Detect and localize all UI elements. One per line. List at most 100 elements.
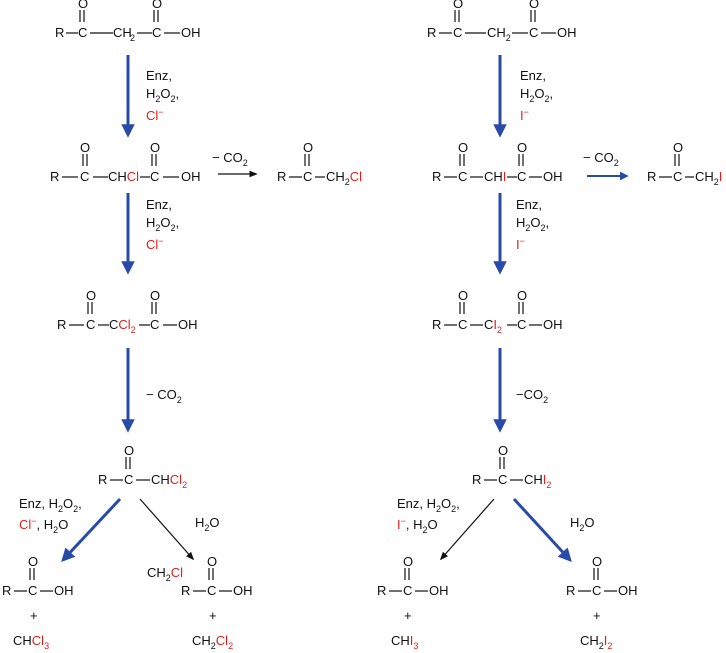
- atom-CH2: CH: [113, 25, 132, 40]
- atom-CH2: CH2: [487, 25, 511, 43]
- atom-O: O: [517, 288, 527, 303]
- reagent-minus-co2: −CO2: [516, 387, 548, 405]
- atom-O: O: [517, 140, 527, 155]
- atom-R: R: [98, 472, 107, 487]
- atom-C: C: [124, 472, 133, 487]
- atom-C: C: [86, 317, 95, 332]
- left-product-acid-b: R C O OH: [181, 554, 253, 598]
- atom-C: C: [529, 25, 538, 40]
- left-monochloro-intermediate: R C O CHCl C O OH: [50, 140, 201, 184]
- reagent-iodide: I−: [520, 107, 529, 123]
- atom-C: C: [458, 169, 467, 184]
- plus-sign: +: [593, 608, 601, 623]
- product-ch2cl-label: CH2Cl: [147, 565, 183, 583]
- atom-O: O: [150, 288, 160, 303]
- atom-R: R: [2, 583, 11, 598]
- atom-C: C: [78, 25, 87, 40]
- reagent-enz: Enz,: [146, 68, 172, 83]
- atom-O: O: [28, 554, 38, 569]
- atom-R: R: [432, 169, 441, 184]
- atom-C: C: [28, 583, 37, 598]
- atom-OH: OH: [618, 583, 638, 598]
- atom-CI2: CI2: [484, 317, 502, 335]
- subscript-2: 2: [130, 33, 135, 43]
- plus-sign: +: [30, 608, 38, 623]
- atom-O: O: [403, 554, 413, 569]
- atom-O: O: [152, 0, 162, 11]
- reagent-h2o2: H2O2,: [516, 215, 549, 233]
- atom-O: O: [592, 554, 602, 569]
- right-monoiodo-intermediate: R C O CHI C O OH: [432, 140, 563, 184]
- reagent-minus-co2: − CO2: [583, 150, 619, 168]
- atom-O: O: [529, 0, 539, 11]
- atom-O: O: [673, 140, 683, 155]
- reagents-right-branch: Enz, H2O2, I−, H2O H2O: [397, 496, 595, 535]
- right-iodomethyl-ketone: R C O CH2I: [647, 140, 722, 187]
- atom-C: C: [517, 169, 526, 184]
- hydrolysis-arrow-right-water: [512, 497, 572, 562]
- atom-OH: OH: [543, 317, 563, 332]
- left-product-acid-a: R C O OH: [2, 554, 74, 598]
- atom-OH: OH: [429, 583, 449, 598]
- reagent-enz: Enz,: [516, 197, 542, 212]
- atom-C: C: [673, 169, 682, 184]
- product-diiodomethane: CH2I2: [580, 633, 612, 651]
- atom-C: C: [498, 472, 507, 487]
- reagent-enz: Enz,: [146, 197, 172, 212]
- reagents-left-branch: Enz, H2O2, Cl−, H2O H2O: [19, 496, 220, 535]
- reagents-right-1: Enz, H2O2, I−: [520, 68, 553, 123]
- atom-C: C: [152, 25, 161, 40]
- right-diiodomethyl-ketone: R C O CHI2: [472, 443, 551, 490]
- atom-C: C: [80, 169, 89, 184]
- atom-CCl2: CCl2: [109, 317, 136, 335]
- hydrolysis-arrow-left-enzymatic: [61, 497, 122, 562]
- atom-O: O: [458, 140, 468, 155]
- atom-C: C: [303, 169, 312, 184]
- right-diiodo-intermediate: R C O CI2 C O OH: [432, 288, 563, 335]
- atom-C: C: [150, 317, 159, 332]
- reagent-h2o2: H2O2,: [146, 215, 179, 233]
- atom-R: R: [432, 317, 441, 332]
- reagent-enz: Enz,: [520, 68, 546, 83]
- right-product-acid-a: R C O OH: [377, 554, 449, 598]
- atom-R: R: [57, 317, 66, 332]
- reagent-iodide: I−: [516, 236, 525, 252]
- atom-C: C: [458, 317, 467, 332]
- product-iodoform: CHI3: [391, 633, 418, 651]
- reagent-enz-h2o2: Enz, H2O2,: [19, 496, 82, 514]
- atom-C: C: [207, 583, 216, 598]
- left-dichloromethyl-ketone: R C O CHCl2: [98, 443, 187, 490]
- atom-R: R: [55, 25, 64, 40]
- atom-CH2I: CH2I: [695, 169, 722, 187]
- atom-O: O: [303, 140, 313, 155]
- atom-R: R: [427, 25, 436, 40]
- atom-OH: OH: [543, 169, 563, 184]
- product-chloroform: CHCl3: [13, 633, 49, 651]
- left-dichloro-intermediate: R C O CCl2 C O OH: [57, 288, 198, 335]
- atom-O: O: [453, 0, 463, 11]
- atom-R: R: [377, 583, 386, 598]
- reagent-minus-co2: − CO2: [146, 387, 182, 405]
- atom-O: O: [80, 140, 90, 155]
- atom-C: C: [517, 317, 526, 332]
- atom-CHI2: CHI2: [524, 472, 551, 490]
- atom-R: R: [181, 583, 190, 598]
- atom-OH: OH: [233, 583, 253, 598]
- hydrolysis-arrow-right-enzymatic: [439, 498, 495, 561]
- right-product-acid-b: R C O OH: [566, 554, 638, 598]
- plus-sign: +: [404, 608, 412, 623]
- atom-R: R: [566, 583, 575, 598]
- atom-C: C: [453, 25, 462, 40]
- plus-sign: +: [209, 608, 217, 623]
- hydrolysis-arrow-left-water: [139, 498, 195, 561]
- atom-OH: OH: [181, 25, 201, 40]
- left-chloromethyl-ketone: R C O CH2Cl: [277, 140, 362, 187]
- atom-C: C: [150, 169, 159, 184]
- reagent-chloride: Cl−: [146, 107, 164, 123]
- atom-O: O: [86, 288, 96, 303]
- reagents-left-1: Enz, H2O2, Cl−: [146, 68, 179, 123]
- atom-O: O: [150, 140, 160, 155]
- reagent-h2o2: H2O2,: [520, 86, 553, 104]
- atom-O: O: [207, 554, 217, 569]
